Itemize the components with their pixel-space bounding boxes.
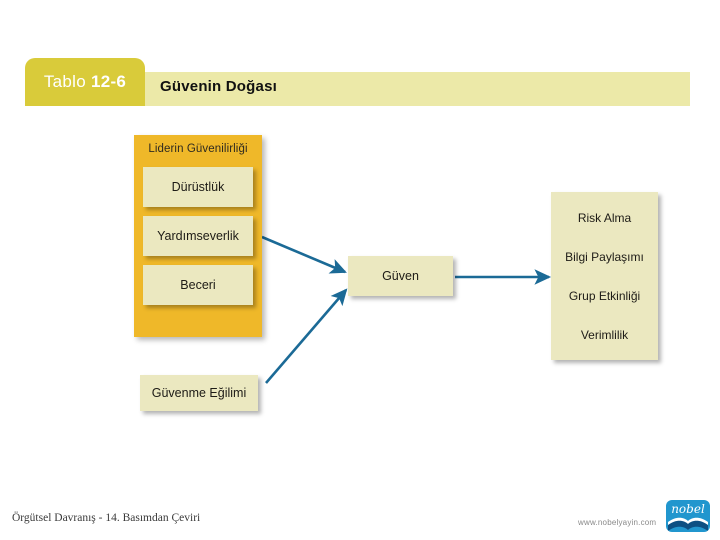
outcome-risk-taking: Risk Alma <box>577 210 632 225</box>
arrow-credibility-to-trust <box>261 235 347 274</box>
publisher-logo: nobel <box>666 500 710 532</box>
table-label: Tablo <box>43 72 86 91</box>
propensity-to-trust-box: Güvenme Eğilimi <box>140 375 258 411</box>
credibility-panel: Liderin Güvenilirliği Dürüstlük Yardımse… <box>134 135 262 337</box>
table-number: 12-6 <box>90 72 127 91</box>
page-title: Güvenin Doğası <box>160 78 277 95</box>
trust-box: Güven <box>348 256 453 296</box>
arrow-propensity-to-trust <box>265 288 348 384</box>
open-book-icon <box>668 517 708 531</box>
credibility-item-integrity: Dürüstlük <box>143 167 253 207</box>
publisher-name: nobel <box>671 502 705 516</box>
outcomes-panel: Risk Alma Bilgi Paylaşımı Grup Etkinliği… <box>551 192 658 360</box>
credibility-panel-title: Liderin Güvenilirliği <box>148 143 248 155</box>
outcome-productivity: Verimlilik <box>580 327 629 342</box>
credibility-item-ability: Beceri <box>143 265 253 305</box>
outcome-information-sharing: Bilgi Paylaşımı <box>565 249 644 264</box>
footer-source-text: Örgütsel Davranış - 14. Basımdan Çeviri <box>12 512 201 524</box>
credibility-item-benevolence: Yardımseverlik <box>143 216 253 256</box>
trust-model-diagram: Liderin Güvenilirliği Dürüstlük Yardımse… <box>134 135 658 411</box>
outcome-group-effectiveness: Grup Etkinliği <box>568 288 641 303</box>
footer-website-url: www.nobelyayin.com <box>578 518 657 527</box>
